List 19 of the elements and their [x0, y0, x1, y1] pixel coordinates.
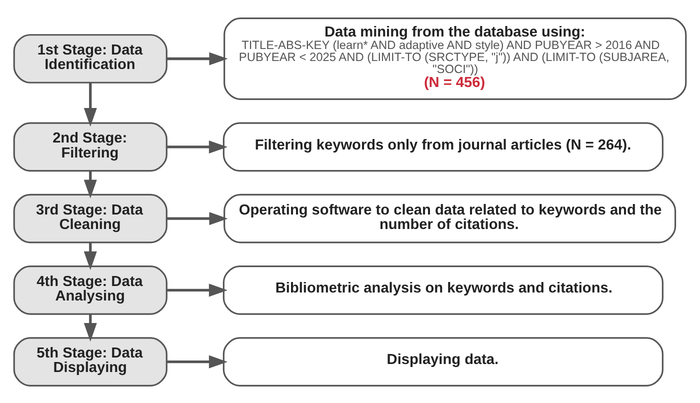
arrow: [84, 170, 97, 198]
node-box: Data mining from the database using: TITLE-ABS-KEY (learn* AND adaptive AND style) AND PUBYEAR > 2016 AND PUBYEAR < 2025 AND (LIMIT-TO (SRCTYPE, "j")) AND (LIMIT-TO (SUBJAREA, "SOCI")) (N = 456): [224, 17, 687, 100]
arrow: [166, 140, 228, 153]
node-box: 5th Stage: Data Displaying: [13, 336, 168, 386]
node-box: Filtering keywords only from journal articles (N = 264).: [222, 122, 664, 172]
node-box: 2nd Stage: Filtering: [13, 122, 168, 172]
arrow: [166, 283, 228, 296]
node-box: Displaying data.: [222, 336, 664, 386]
arrow: [84, 314, 97, 342]
arrow: [84, 82, 97, 126]
arrow: [166, 354, 228, 368]
node-box: 3rd Stage: Data Cleaning: [13, 193, 168, 243]
node-box: 4th Stage: Data Analysing: [13, 265, 168, 314]
arrow: [84, 242, 97, 270]
node-box: Bibliometric analysis on keywords and citations.: [222, 265, 664, 314]
node-box: Operating software to clean data related to keywords and the number of citations.: [224, 193, 676, 243]
arrow: [166, 212, 228, 225]
arrow: [166, 52, 228, 65]
node-box: 1st Stage: Data Identification: [13, 34, 168, 83]
